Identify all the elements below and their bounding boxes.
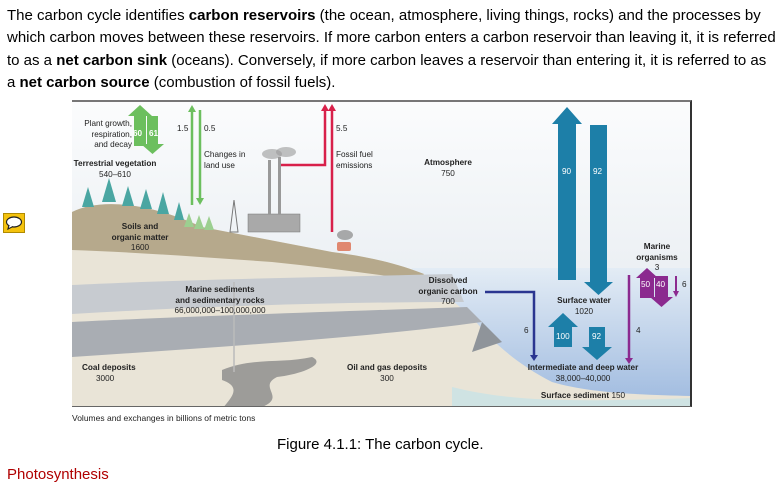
- flux-6-organisms: 6: [682, 280, 687, 289]
- flux-92-down: 92: [593, 167, 603, 176]
- green-arrows: [128, 105, 164, 154]
- intro-text: The carbon cycle identifies: [7, 7, 189, 24]
- diagram-illustration: [72, 102, 690, 406]
- sediment-layer: [72, 274, 464, 314]
- flux-5-5: 5.5: [336, 124, 348, 133]
- intro-text: (combustion of fossil fuels).: [149, 73, 336, 91]
- flux-61: 61: [149, 129, 159, 138]
- surface-sediment: [452, 387, 690, 406]
- trees: [82, 178, 184, 220]
- surface-sediment-label: Surface sediment 150: [540, 391, 626, 400]
- car: [337, 242, 351, 251]
- flux-92-deep: 92: [592, 332, 602, 341]
- soil-layer: [72, 204, 424, 280]
- factory: [247, 213, 301, 233]
- sediment-layer-dark: [72, 307, 482, 357]
- plant-growth-label: Plant growth,respiration,and decay: [84, 119, 132, 149]
- intro-paragraph: The carbon cycle identifies carbon reser…: [7, 5, 777, 94]
- flux-1-5: 1.5: [177, 124, 189, 133]
- term-carbon-reservoirs: carbon reservoirs: [188, 7, 316, 24]
- flux-90: 90: [562, 167, 572, 176]
- flux-100: 100: [556, 332, 570, 341]
- intro-text: (the ocean, atmosphere, living things, r…: [7, 7, 776, 69]
- fossil-deposit: [222, 357, 317, 406]
- flux-0-5: 0.5: [204, 124, 216, 133]
- flux-4: 4: [636, 326, 641, 335]
- flux-50: 50: [641, 280, 651, 289]
- flux-60: 60: [133, 129, 143, 138]
- comment-speech-bubble-icon[interactable]: [3, 213, 25, 233]
- next-heading: Photosynthesis: [7, 466, 109, 483]
- term-net-carbon-sink: net carbon sink: [56, 51, 168, 69]
- term-net-carbon-source: net carbon source: [19, 73, 150, 91]
- flux-6-doc: 6: [524, 326, 529, 335]
- figure-caption: Figure 4.1.1: The carbon cycle.: [277, 436, 484, 453]
- flux-40: 40: [656, 280, 666, 289]
- intro-text: (oceans). Conversely, if more carbon lea…: [7, 51, 767, 91]
- units-note: Volumes and exchanges in billions of met…: [72, 413, 256, 423]
- carbon-cycle-diagram: Plant growth,respiration,and decay 60 61…: [72, 100, 692, 407]
